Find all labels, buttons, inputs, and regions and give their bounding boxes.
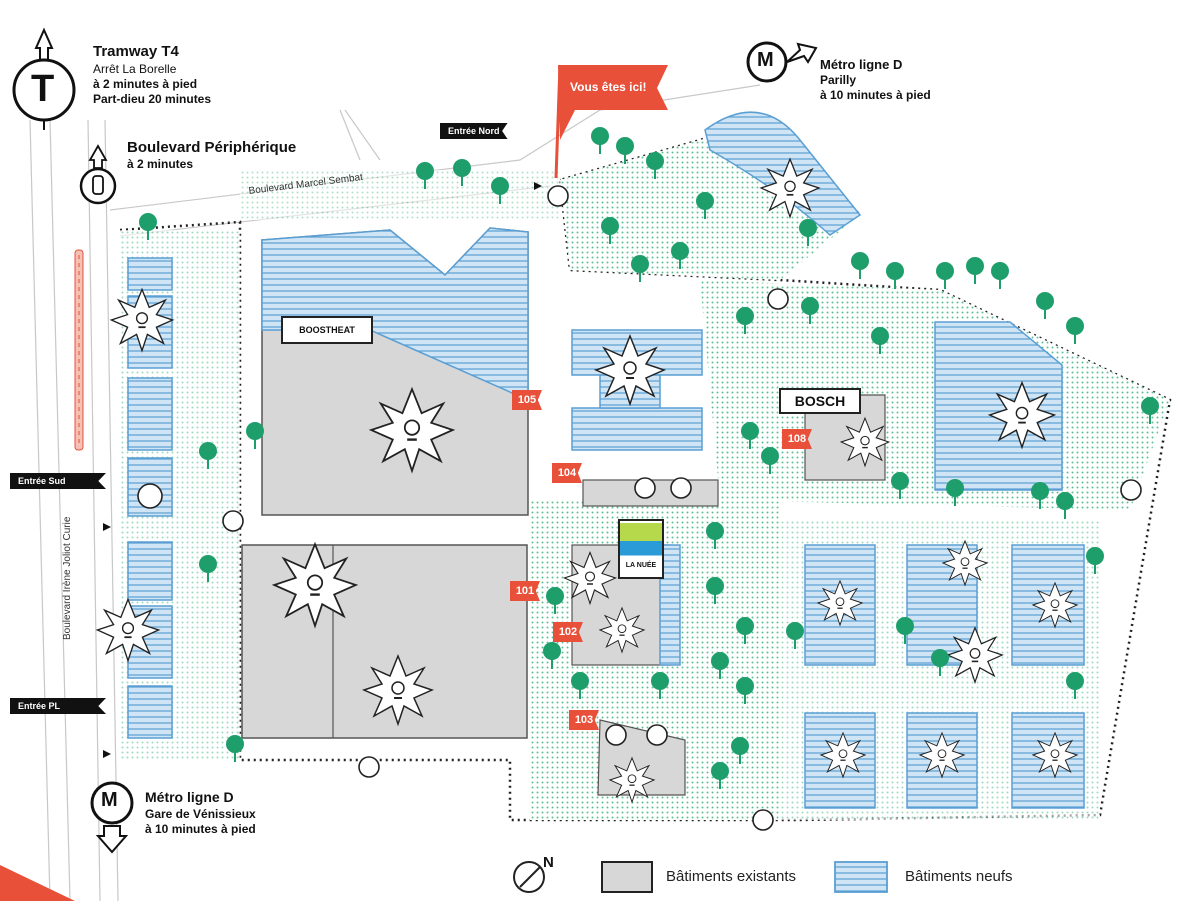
metro-north-icon	[746, 41, 818, 83]
you-are-here-label: Vous êtes ici!	[570, 80, 647, 94]
metro-south-letter: M	[101, 789, 118, 811]
bosch-sign: BOSCH	[779, 388, 861, 414]
legend-existing-label: Bâtiments existants	[666, 868, 797, 885]
legend-existing-swatch	[601, 861, 653, 893]
metro-south-stop: Gare de Vénissieux	[145, 807, 256, 821]
tram-track	[74, 249, 84, 451]
metro-north-walk: à 10 minutes à pied	[820, 88, 931, 102]
tram-stop: Arrêt La Borelle	[93, 62, 177, 76]
north-label: N	[543, 854, 554, 871]
metro-north-letter: M	[757, 49, 774, 71]
boulevard-time: à 2 minutes	[127, 157, 194, 171]
tram-partdieu: Part-dieu 20 minutes	[93, 92, 212, 106]
road-label-west: Boulevard Irène Joliot Curie	[62, 516, 73, 640]
entry-arrows	[103, 182, 542, 758]
entry-north: Entrée Nord	[440, 123, 508, 139]
you-are-here-pin	[554, 64, 668, 179]
tram-letter: T	[31, 68, 55, 110]
tram-title: Tramway T4	[93, 43, 179, 60]
building-number-101: 101	[510, 581, 540, 601]
metro-south-icon	[90, 781, 134, 854]
legend-new-swatch	[834, 861, 888, 893]
boostheat-sign: BOOSTHEAT	[281, 316, 373, 344]
entry-pl: Entrée PL	[10, 698, 106, 714]
service-icons	[137, 477, 692, 746]
legend-new-label: Bâtiments neufs	[905, 868, 1013, 885]
metro-south-title: Métro ligne D	[145, 789, 234, 805]
tram-icon	[12, 27, 76, 130]
charging-station-icons	[222, 185, 1142, 831]
corner-accent	[0, 865, 75, 901]
metro-south-walk: à 10 minutes à pied	[145, 822, 256, 836]
metro-north-title: Métro ligne D	[820, 57, 903, 72]
boulevard-title: Boulevard Périphérique	[127, 139, 297, 156]
car-icon	[79, 144, 117, 205]
metro-north-stop: Parilly	[820, 73, 857, 87]
lanuee-sign: LA NUÉE	[618, 519, 664, 579]
entry-south: Entrée Sud	[10, 473, 106, 489]
building-number-102: 102	[553, 622, 583, 642]
building-number-105: 105	[512, 390, 542, 410]
north-compass-icon	[513, 861, 545, 893]
building-number-104: 104	[552, 463, 582, 483]
tram-walk: à 2 minutes à pied	[93, 77, 198, 91]
pond	[704, 111, 862, 236]
building-number-108: 108	[782, 429, 812, 449]
building-number-103: 103	[569, 710, 599, 730]
